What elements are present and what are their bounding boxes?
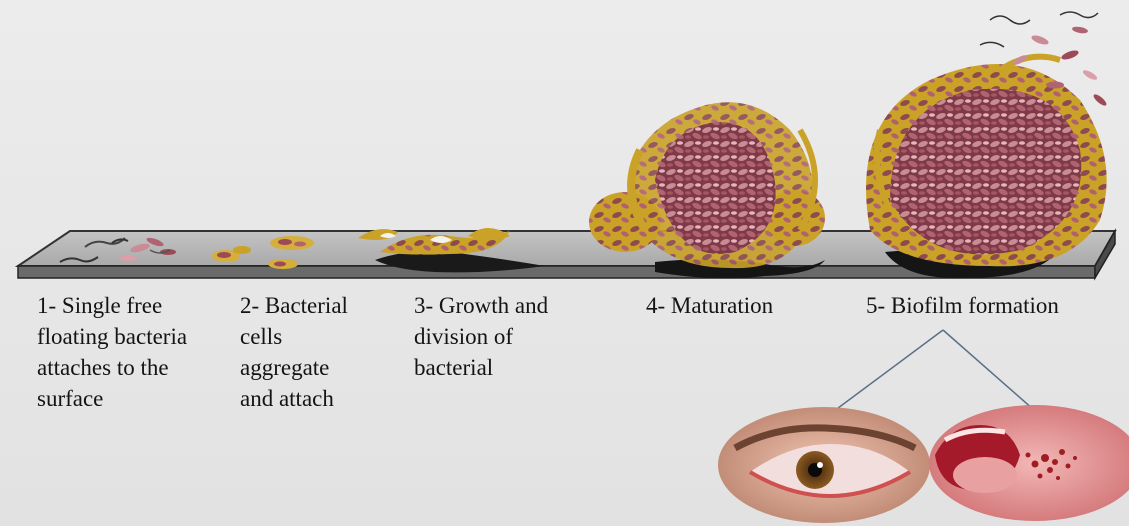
stage-4-label: 4- Maturation — [646, 290, 773, 321]
stage-4-line-1: 4- Maturation — [646, 290, 773, 321]
callout-lines — [826, 330, 1042, 417]
stage-3-label: 3- Growth and division of bacterial — [414, 290, 548, 383]
mouth-infection-photo — [929, 405, 1129, 521]
stage-2-label: 2- Bacterial cells aggregate and attach — [240, 290, 348, 414]
stage-5-line-1: 5- Biofilm formation — [866, 290, 1059, 321]
stage-5-label: 5- Biofilm formation — [866, 290, 1059, 321]
stage-1-line-1: 1- Single free — [37, 290, 187, 321]
stage-3-line-1: 3- Growth and — [414, 290, 548, 321]
stage-2-line-3: aggregate — [240, 352, 348, 383]
stage-2-line-4: and attach — [240, 383, 348, 414]
stage-2-line-2: cells — [240, 321, 348, 352]
stage-1-line-2: floating bacteria — [37, 321, 187, 352]
stage-2-line-1: 2- Bacterial — [240, 290, 348, 321]
stage5-biofilm — [866, 12, 1108, 278]
stage-3-line-3: bacterial — [414, 352, 548, 383]
stage-3-line-2: division of — [414, 321, 548, 352]
stage-1-label: 1- Single free floating bacteria attache… — [37, 290, 187, 414]
stage-1-line-3: attaches to the — [37, 352, 187, 383]
eye-infection-photo — [718, 407, 930, 523]
stage-1-line-4: surface — [37, 383, 187, 414]
